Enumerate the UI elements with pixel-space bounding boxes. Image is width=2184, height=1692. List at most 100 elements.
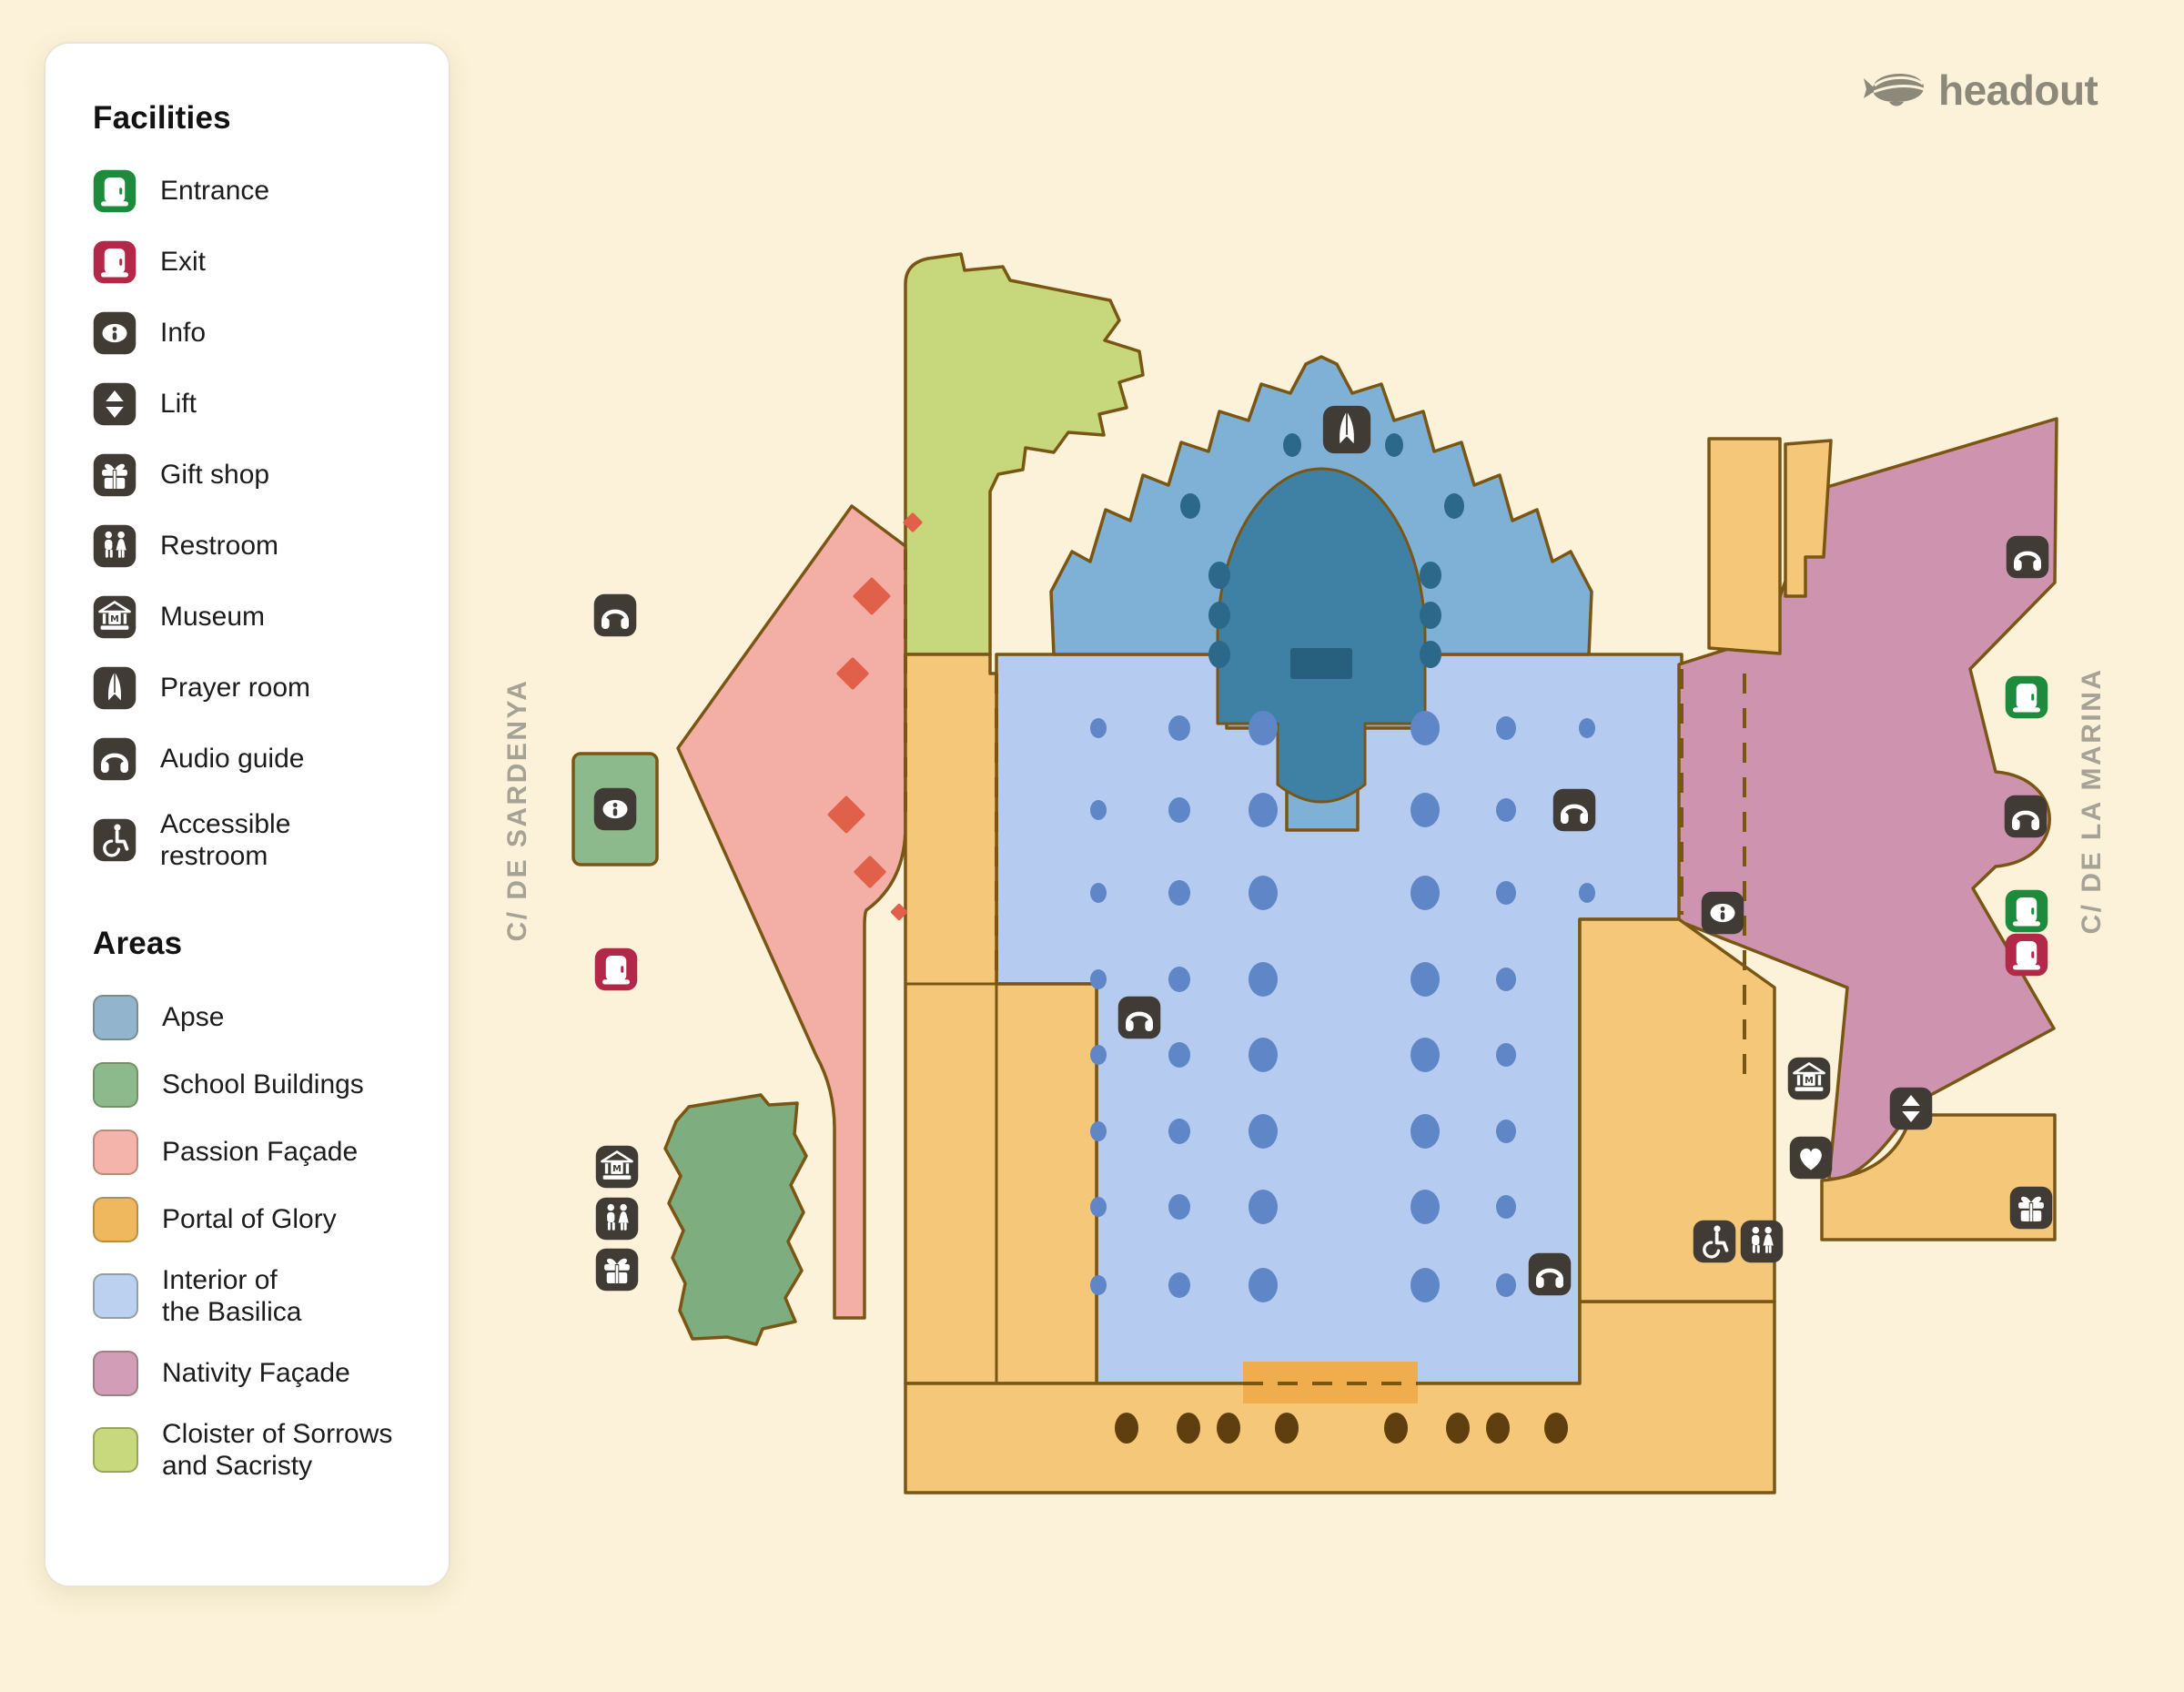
column-dot xyxy=(1496,716,1516,740)
column-dot xyxy=(1168,967,1190,992)
exit-icon xyxy=(93,240,136,284)
legend-label: Restroom xyxy=(160,531,279,562)
narthex-column-dot xyxy=(1384,1413,1408,1444)
legend-label: Gift shop xyxy=(160,460,270,491)
column-dot xyxy=(1168,797,1190,823)
altar xyxy=(1290,648,1352,679)
legend-label: Museum xyxy=(160,602,266,633)
apse-column-dot xyxy=(1385,433,1403,457)
column-dot xyxy=(1496,968,1516,991)
facilities-title: Facilities xyxy=(93,100,231,136)
legend-label: Passion Façade xyxy=(162,1137,359,1168)
legend-label: Interior of the Basilica xyxy=(162,1264,302,1328)
column-dot xyxy=(1090,1045,1107,1065)
column-dot xyxy=(1090,969,1107,989)
area-passion-facade xyxy=(676,504,907,1320)
legend-item-museum: Museum xyxy=(93,595,421,639)
column-dot xyxy=(1168,715,1190,741)
column-dot xyxy=(1090,1121,1107,1141)
sculpture-diamond xyxy=(827,795,865,834)
column-dot xyxy=(1168,1272,1190,1298)
column-dot xyxy=(1410,962,1440,997)
apse-column-dot xyxy=(1283,433,1301,457)
marker-info-icon xyxy=(593,787,637,831)
legend-item-prayer-room: Prayer room xyxy=(93,666,421,710)
narthex-column-dot xyxy=(1544,1413,1568,1444)
accessible-restroom-icon xyxy=(93,818,136,862)
cloister-swatch xyxy=(93,1426,138,1473)
interior-swatch xyxy=(93,1273,138,1320)
legend-label: Portal of Glory xyxy=(162,1204,337,1235)
sculpture-diamond xyxy=(854,856,886,888)
column-dot xyxy=(1410,876,1440,910)
narthex-column-dot xyxy=(1486,1413,1510,1444)
areas-title: Areas xyxy=(93,925,183,961)
column-dot xyxy=(1496,1195,1516,1219)
marker-entrance-icon xyxy=(2005,889,2048,933)
marker-exit-icon xyxy=(594,947,638,991)
legend-item-exit: Exit xyxy=(93,240,421,284)
lift-icon xyxy=(93,382,136,426)
legend-label: Lift xyxy=(160,389,197,420)
legend-item-info: Info xyxy=(93,311,421,355)
apse-column-dot xyxy=(1420,562,1441,589)
legend-label: Entrance xyxy=(160,176,270,207)
legend-item-entrance: Entrance xyxy=(93,169,421,213)
apse-column-dot xyxy=(1208,641,1230,668)
area-school-buildings xyxy=(663,1093,808,1346)
legend-label: Info xyxy=(160,318,207,349)
legend-area-nativity-facade: Nativity Façade xyxy=(93,1350,421,1396)
marker-audio-guide-icon xyxy=(1553,789,1596,832)
apse-column-dot xyxy=(1208,562,1230,589)
column-dot xyxy=(1249,1190,1278,1224)
legend-label: Audio guide xyxy=(160,744,305,775)
portal-swatch xyxy=(93,1196,138,1242)
headout-wordmark: headout xyxy=(1938,66,2098,114)
column-dot xyxy=(1410,1190,1440,1224)
column-dot xyxy=(1249,962,1278,997)
sculpture-diamond xyxy=(903,512,923,532)
column-dot xyxy=(1249,1114,1278,1149)
legend-label: Accessible restroom xyxy=(160,809,291,872)
column-dot xyxy=(1496,1120,1516,1143)
legend-area-passion-facade: Passion Façade xyxy=(93,1129,421,1175)
column-dot xyxy=(1168,880,1190,906)
marker-prayer-room-icon xyxy=(1322,405,1371,454)
column-dot xyxy=(1090,800,1107,820)
column-dot xyxy=(1496,881,1516,905)
apse-column-dot xyxy=(1420,641,1441,668)
prayer-room-icon xyxy=(93,666,136,710)
column-dot xyxy=(1090,1197,1107,1217)
legend-item-audio-guide: Audio guide xyxy=(93,737,421,781)
apse-column-dot xyxy=(1180,493,1200,519)
passion-facade-sculptures xyxy=(827,512,923,921)
column-dot xyxy=(1496,1043,1516,1067)
column-dot xyxy=(1168,1194,1190,1220)
sculpture-diamond xyxy=(853,577,891,615)
narthex-column-dots xyxy=(1115,1413,1568,1444)
marker-audio-guide-icon xyxy=(2005,795,2048,838)
legend-item-gift-shop: Gift shop xyxy=(93,453,421,497)
apse-column-dot xyxy=(1420,602,1441,629)
sculpture-diamond xyxy=(836,657,869,690)
legend-area-portal-of-glory: Portal of Glory xyxy=(93,1196,421,1242)
marker-audio-guide-icon xyxy=(2007,536,2049,579)
marker-museum-icon xyxy=(595,1145,639,1189)
marker-gift-shop-icon xyxy=(2009,1186,2053,1230)
marker-exit-icon xyxy=(2005,933,2048,977)
apse-column-dot xyxy=(1208,602,1230,629)
apse-column-dots xyxy=(1180,433,1464,668)
column-dot xyxy=(1168,1042,1190,1068)
apse-swatch xyxy=(93,994,138,1040)
legend-panel: Facilities Entrance Exit Info Lift Gift … xyxy=(44,42,450,1587)
legend-label: Exit xyxy=(160,247,207,278)
area-portal-right xyxy=(1578,917,1776,1303)
restroom-icon xyxy=(93,524,136,568)
headout-blimp-icon xyxy=(1864,74,1925,106)
entrance-icon xyxy=(93,169,136,213)
legend-label: Cloister of Sorrows and Sacristy xyxy=(162,1418,393,1481)
column-dot xyxy=(1090,883,1107,903)
narthex-column-dot xyxy=(1115,1413,1138,1444)
marker-audio-guide-icon xyxy=(1118,997,1161,1039)
